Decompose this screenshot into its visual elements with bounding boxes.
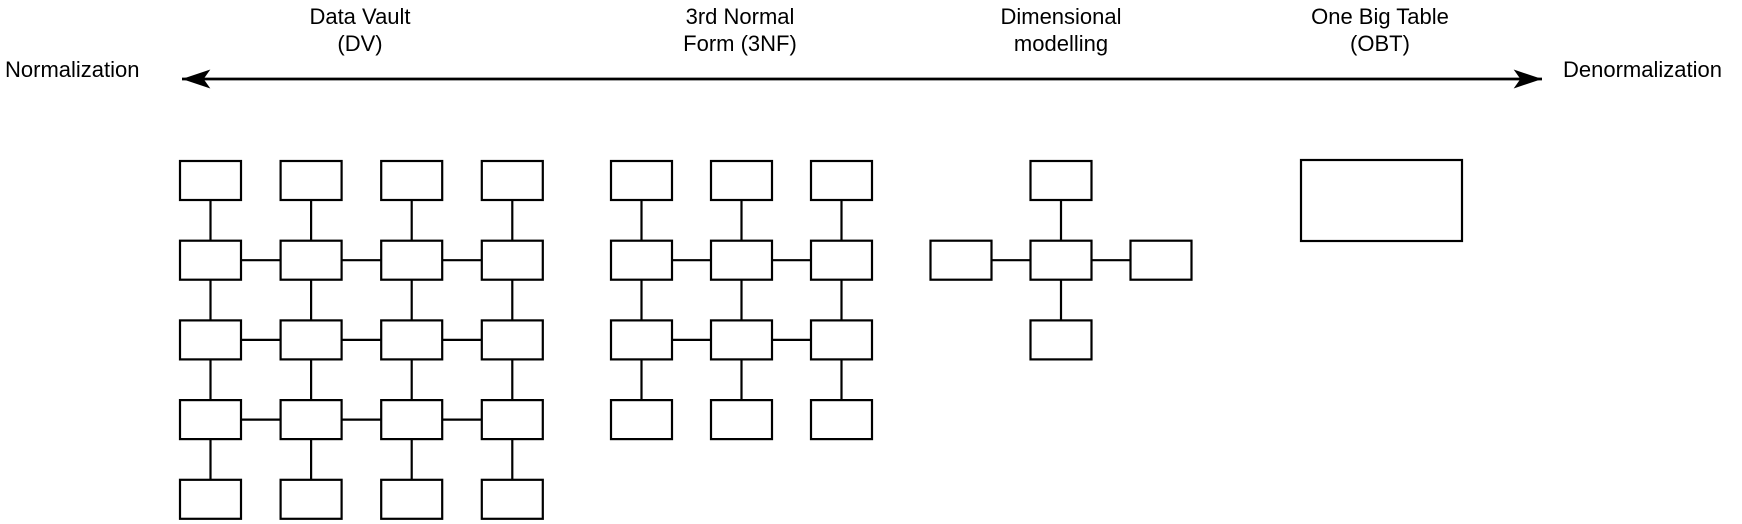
table-box bbox=[709, 399, 774, 441]
table-box bbox=[279, 399, 343, 441]
table-box bbox=[279, 159, 343, 202]
table-box bbox=[1299, 158, 1464, 243]
table-box bbox=[809, 239, 874, 281]
table-box bbox=[809, 319, 874, 361]
table-box bbox=[480, 239, 544, 281]
table-box bbox=[609, 159, 674, 202]
table-box bbox=[178, 478, 243, 520]
table-box bbox=[809, 159, 874, 202]
normalization-label: Normalization bbox=[5, 57, 140, 82]
table-box bbox=[609, 319, 674, 361]
label-line-2: (OBT) bbox=[1350, 31, 1410, 56]
table-box bbox=[380, 159, 444, 202]
table-box bbox=[178, 319, 243, 361]
denormalization-label: Denormalization bbox=[1563, 57, 1722, 82]
table-box bbox=[380, 319, 444, 361]
label-line-2: modelling bbox=[1013, 31, 1109, 56]
table-box bbox=[178, 399, 243, 441]
table-box bbox=[480, 159, 544, 202]
label-line-1: 3rd Normal bbox=[685, 4, 795, 29]
table-box bbox=[279, 239, 343, 281]
table-box bbox=[178, 239, 243, 281]
table-box bbox=[279, 478, 343, 520]
table-box bbox=[609, 399, 674, 441]
dimensional-modelling-label: Dimensional modelling bbox=[1000, 3, 1121, 57]
table-box bbox=[709, 239, 774, 281]
third-normal-form-schema bbox=[609, 159, 874, 441]
one-big-table-schema bbox=[1299, 158, 1464, 243]
third-normal-form-label: 3rd Normal Form (3NF) bbox=[683, 3, 797, 57]
label-line-2: (DV) bbox=[337, 31, 383, 56]
table-box bbox=[380, 239, 444, 281]
one-big-table-label: One Big Table (OBT) bbox=[1311, 3, 1449, 57]
table-box bbox=[178, 159, 243, 202]
table-box bbox=[609, 239, 674, 281]
table-box bbox=[709, 319, 774, 361]
table-box bbox=[380, 399, 444, 441]
label-line-1: Data Vault bbox=[309, 4, 411, 29]
table-box bbox=[1029, 159, 1093, 202]
table-box bbox=[380, 478, 444, 520]
table-box bbox=[279, 319, 343, 361]
data-vault-schema bbox=[178, 159, 544, 520]
table-box bbox=[709, 159, 774, 202]
table-box bbox=[1129, 239, 1193, 281]
table-box bbox=[929, 239, 993, 281]
table-box bbox=[809, 399, 874, 441]
table-box bbox=[1029, 239, 1093, 281]
table-box bbox=[1029, 319, 1093, 361]
table-box bbox=[480, 399, 544, 441]
label-line-1: One Big Table bbox=[1311, 4, 1449, 29]
label-line-1: Dimensional bbox=[1000, 4, 1122, 29]
table-box bbox=[480, 319, 544, 361]
data-vault-label: Data Vault (DV) bbox=[309, 3, 410, 57]
table-box bbox=[480, 478, 544, 520]
star-schema bbox=[929, 159, 1193, 361]
label-line-2: Form (3NF) bbox=[683, 31, 797, 56]
